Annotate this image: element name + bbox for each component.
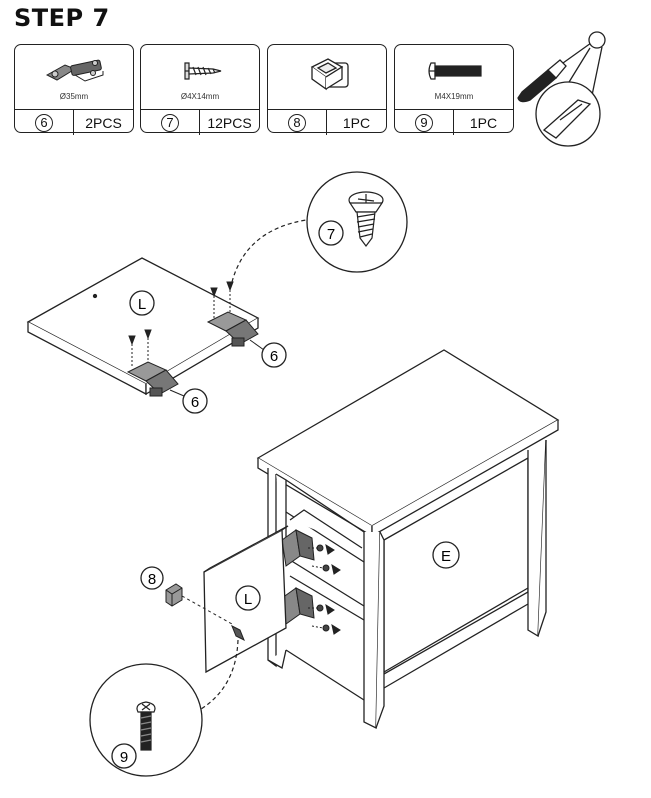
- part-card-knob: 8 1PC: [267, 44, 387, 135]
- door-label: L: [138, 296, 146, 313]
- hinge-top: [206, 281, 259, 347]
- machine-screw-icon: [395, 49, 513, 93]
- part-spec: Ø35mm: [59, 92, 89, 101]
- wood-screw-icon: [141, 49, 259, 93]
- part-spec: M4X19mm: [434, 92, 474, 101]
- part-quantity: 1PC: [469, 114, 498, 131]
- cabinet-label: E: [441, 548, 451, 565]
- screw-detail-bubble: 7: [231, 171, 408, 283]
- knob-icon: [165, 583, 233, 625]
- part-quantity: 2PCS: [85, 114, 122, 131]
- phillips-screwdriver-icon: [517, 31, 606, 147]
- cabinet-hinge-lower: [281, 587, 341, 635]
- bolt-in-door: [231, 624, 245, 642]
- svg-text:6: 6: [270, 348, 278, 365]
- hinge-bottom: [126, 329, 179, 397]
- door-label-circle: L: [129, 290, 155, 316]
- bolt-detail-bubble: 9: [89, 639, 239, 777]
- part-number: 6: [35, 113, 53, 132]
- part-quantity: 12PCS: [207, 114, 252, 131]
- svg-text:8: 8: [148, 571, 156, 588]
- knob-icon: [268, 49, 386, 93]
- svg-text:7: 7: [327, 226, 335, 243]
- cabinet-label-circle: E: [432, 541, 460, 569]
- svg-text:6: 6: [191, 394, 199, 411]
- part-card-machine-screw: M4X19mm 9 1PC: [394, 44, 514, 135]
- cabinet-hinge-upper: [281, 529, 341, 575]
- svg-text:9: 9: [120, 749, 128, 766]
- part-spec: Ø4X14mm: [180, 92, 220, 101]
- step-title: STEP 7: [14, 4, 110, 32]
- part-card-wood-screw: Ø4X14mm 7 12PCS: [140, 44, 260, 135]
- svg-text:L: L: [244, 591, 252, 608]
- hinge-callout-bottom: 6: [169, 388, 208, 414]
- hinge-icon: [15, 49, 133, 93]
- part-number: 8: [288, 113, 306, 132]
- hinge-callout-top: 6: [249, 339, 287, 368]
- part-number: 7: [161, 113, 179, 132]
- part-number: 9: [415, 113, 433, 132]
- part-quantity: 1PC: [342, 114, 371, 131]
- knob-callout: 8: [140, 566, 164, 590]
- door-attached-label: L: [235, 585, 261, 611]
- door-panel-exploded: [26, 257, 260, 396]
- part-card-hinge: Ø35mm 6 2PCS: [14, 44, 134, 135]
